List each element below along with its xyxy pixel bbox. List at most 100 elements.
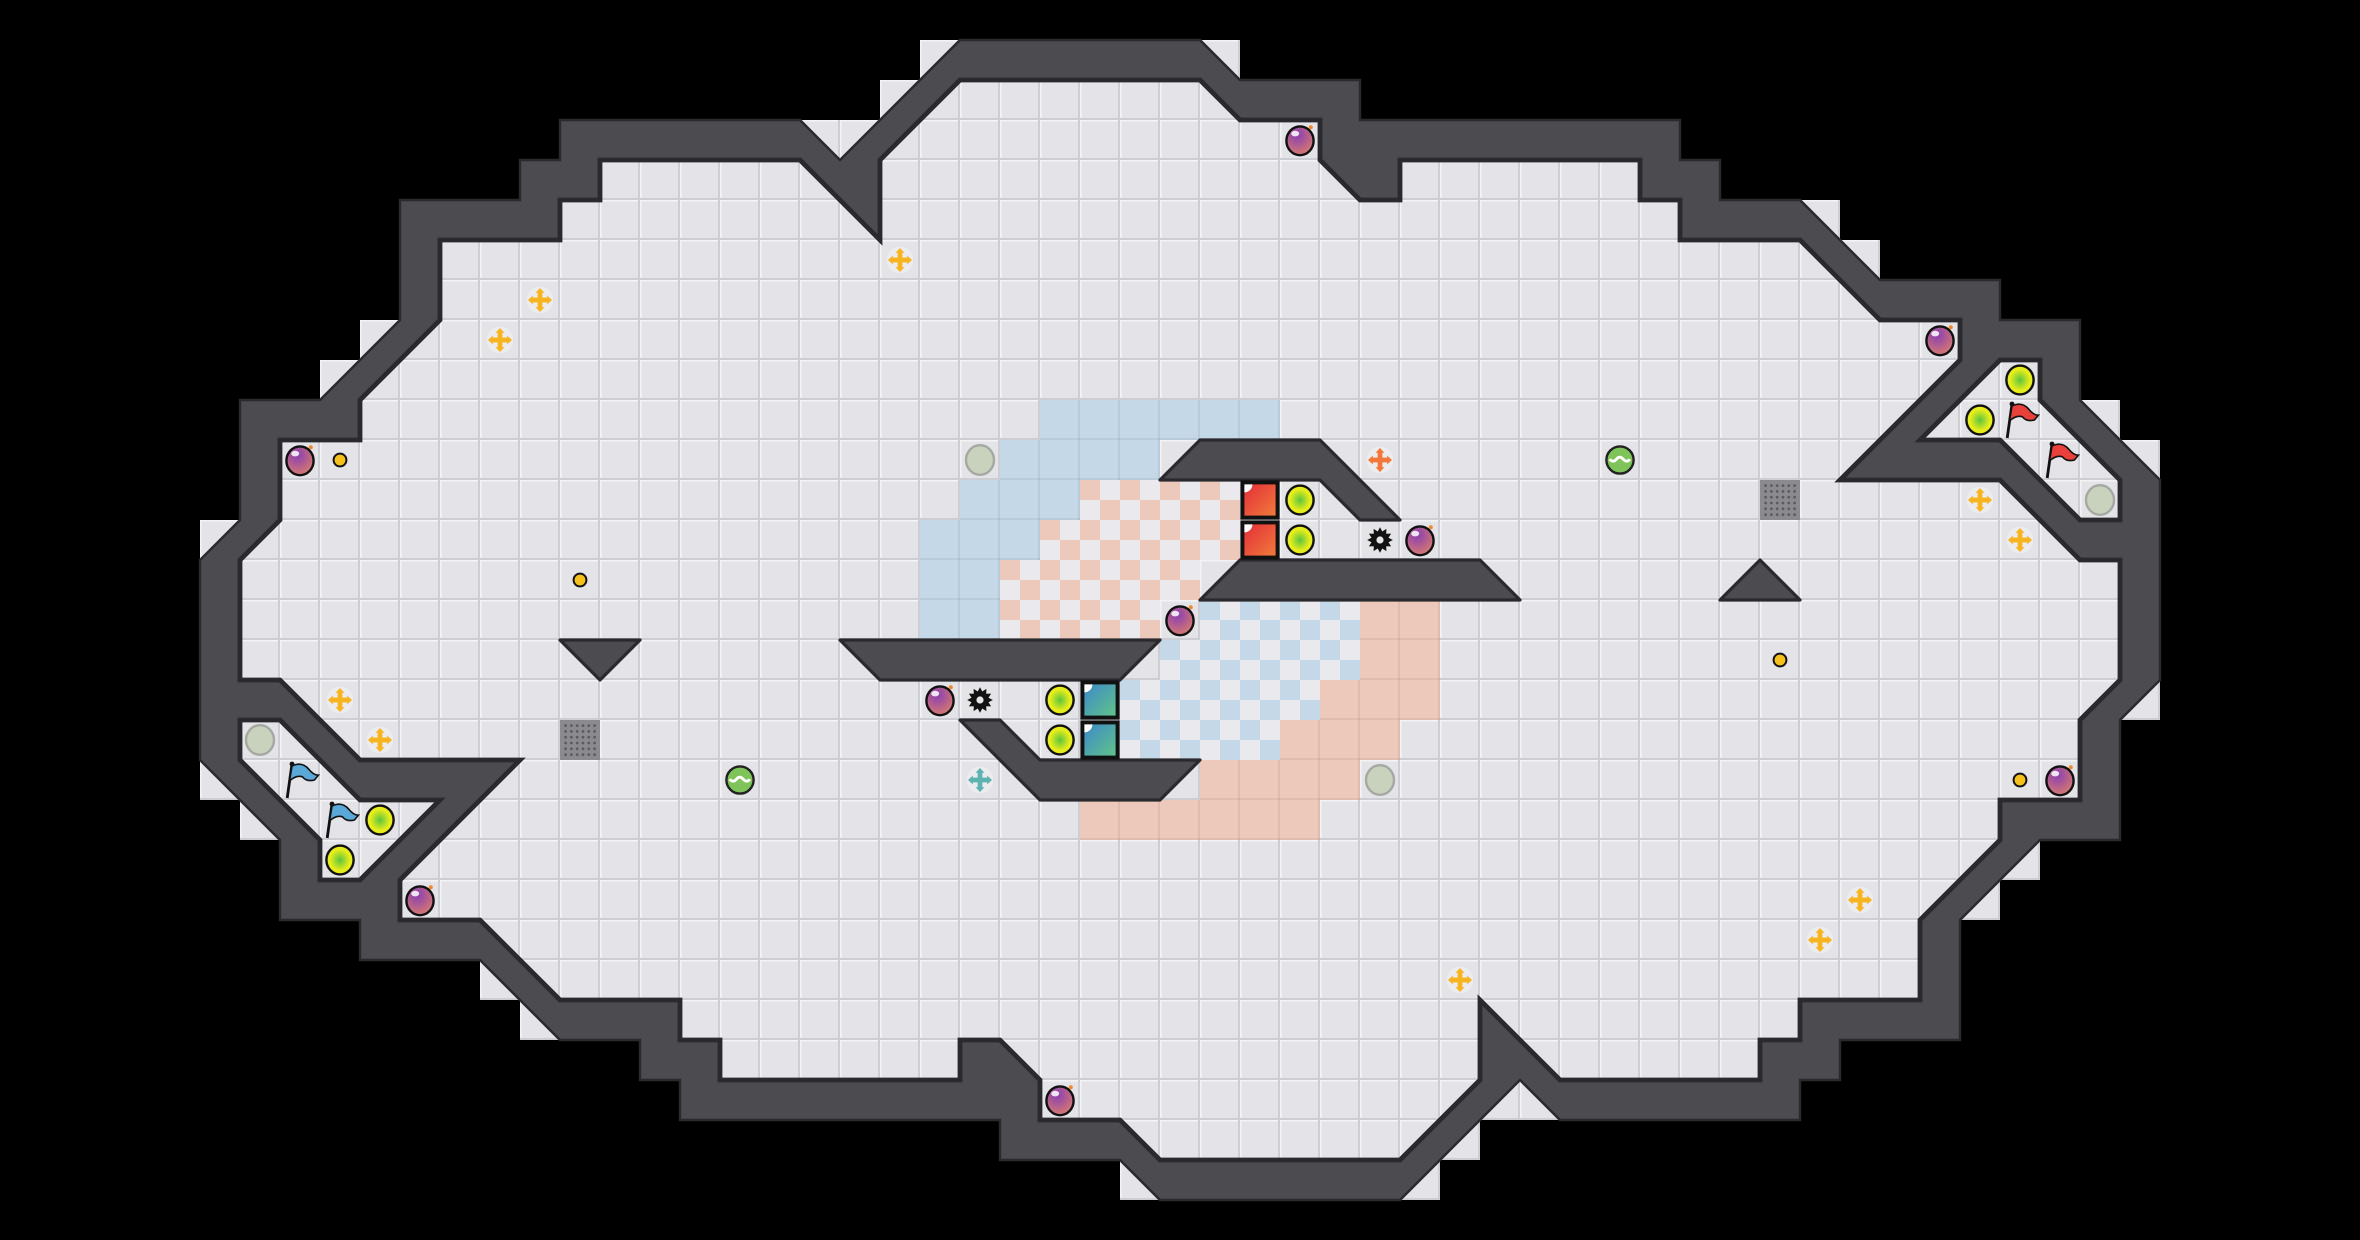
tile-edge	[1158, 400, 1160, 440]
pink-checker-tile	[1040, 600, 1080, 640]
grate-hole	[575, 753, 579, 756]
pink-checker-tile	[1200, 480, 1240, 520]
blue-checker-tile	[1160, 720, 1200, 760]
tile-edge	[1080, 438, 1120, 440]
pink-checker-tile-square	[1100, 620, 1120, 640]
tile-edge	[1000, 478, 1040, 480]
tile-edge	[1400, 678, 1440, 680]
arrowhead	[1975, 507, 1985, 512]
grey-disc-icon	[1364, 763, 1396, 796]
pink-zone-tile-fill	[1360, 680, 1400, 720]
pink-zone-tile-fill	[1240, 800, 1280, 840]
move-arrows-icon-bar	[1377, 450, 1383, 470]
tile-edge	[1158, 440, 1160, 480]
blue-zone-tile	[960, 520, 1000, 560]
blue-checker-tile	[1200, 720, 1240, 760]
grate-icon	[1760, 480, 1800, 520]
blue-zone-tile	[920, 520, 960, 560]
pink-checker-tile-square	[1060, 620, 1080, 640]
pink-zone-tile-fill	[1280, 800, 1320, 840]
bomb-shine	[291, 450, 300, 457]
pink-checker-tile	[1080, 560, 1120, 600]
blue-checker-tile-square	[1120, 720, 1140, 740]
orb-icon	[1285, 484, 1315, 516]
side-pocket-floor	[237, 717, 446, 883]
striped-ball-icon	[725, 765, 755, 795]
tile-edge	[1040, 438, 1080, 440]
pink-zone-tile	[1280, 760, 1320, 800]
tile-edge	[1238, 760, 1240, 800]
grate-hole	[593, 735, 596, 739]
tile-edge	[1358, 720, 1360, 760]
pink-zone-tile	[1160, 800, 1200, 840]
pink-checker-tile	[1120, 520, 1160, 560]
move-cross-teal	[966, 766, 994, 794]
move-cross-yellow	[326, 686, 354, 714]
move-arrows-icon-bar	[1977, 490, 1983, 510]
orb-icon	[2005, 364, 2035, 396]
move-arrows-icon-bar	[1457, 970, 1463, 990]
grate-hole	[1787, 507, 1791, 511]
grate-hole	[593, 747, 596, 751]
blue-checker-tile-square	[1320, 600, 1340, 620]
pressure-plate	[244, 723, 276, 756]
arrowhead	[535, 307, 545, 312]
coin-icon	[1772, 652, 1788, 668]
blue-checker-tile-square	[1260, 700, 1280, 720]
blue-checker-tile	[1200, 600, 1240, 640]
blue-zone-tile	[920, 560, 960, 600]
gear-hole	[1376, 536, 1384, 544]
grate-hole	[593, 724, 596, 727]
blue-checker-tile-square	[1260, 740, 1280, 760]
spike-gear	[967, 687, 993, 713]
tile-edge	[1038, 440, 1040, 480]
move-arrows-icon-bar	[537, 290, 543, 310]
pink-checker-tile-square	[1020, 580, 1040, 600]
bomb-fuse	[1188, 605, 1193, 610]
blue-checker-tile	[1240, 600, 1280, 640]
tile-edge	[1358, 680, 1360, 720]
pink-zone-tile	[1120, 800, 1160, 840]
pressure-plate	[2084, 484, 2116, 517]
energy-orb	[325, 844, 355, 876]
grate-icon	[560, 720, 600, 760]
tile-edge	[1318, 720, 1320, 760]
blue-checker-tile	[1320, 640, 1360, 680]
pink-checker-tile-square	[1040, 600, 1060, 620]
arrowhead	[975, 787, 985, 792]
pink-zone-tile-fill	[1280, 760, 1320, 800]
blue-checker-tile-square	[1260, 620, 1280, 640]
bomb	[1285, 125, 1315, 157]
blue-checker-tile	[1240, 720, 1280, 760]
orb-icon	[1045, 724, 1075, 756]
blue-checker-tile	[1320, 600, 1360, 640]
blue-zone-tile	[960, 480, 1000, 520]
grate-hole	[593, 730, 596, 733]
pink-zone-tile	[1080, 800, 1120, 840]
blue-checker-tile-square	[1320, 640, 1340, 660]
arrowhead	[368, 735, 373, 745]
blue-checker-tile-square	[1180, 740, 1200, 760]
tile-edge	[1198, 800, 1200, 840]
arrowhead	[968, 775, 973, 785]
blue-zone-tile	[960, 560, 1000, 600]
tile-edge	[1358, 760, 1360, 800]
blue-zone-tile-fill	[1120, 400, 1160, 440]
pink-checker-tile-square	[1060, 540, 1080, 560]
flag-red	[2005, 401, 2041, 439]
bomb	[285, 445, 315, 477]
grate-hole	[564, 724, 567, 727]
pink-zone-tile-fill	[1360, 640, 1400, 680]
tile-edge	[1038, 520, 1040, 560]
tile-edge	[1320, 758, 1360, 760]
tile-edge	[1360, 758, 1400, 760]
pink-checker-tile	[1080, 480, 1120, 520]
grate-hole	[575, 747, 579, 751]
pink-checker-tile-square	[1100, 580, 1120, 600]
move-cross-orange	[1366, 446, 1394, 474]
bomb-shine	[1291, 130, 1300, 137]
bomb	[2045, 765, 2075, 797]
pink-zone-tile-fill	[1280, 720, 1320, 760]
arrowhead	[1975, 488, 1985, 493]
pink-zone-tile-fill	[1320, 720, 1360, 760]
